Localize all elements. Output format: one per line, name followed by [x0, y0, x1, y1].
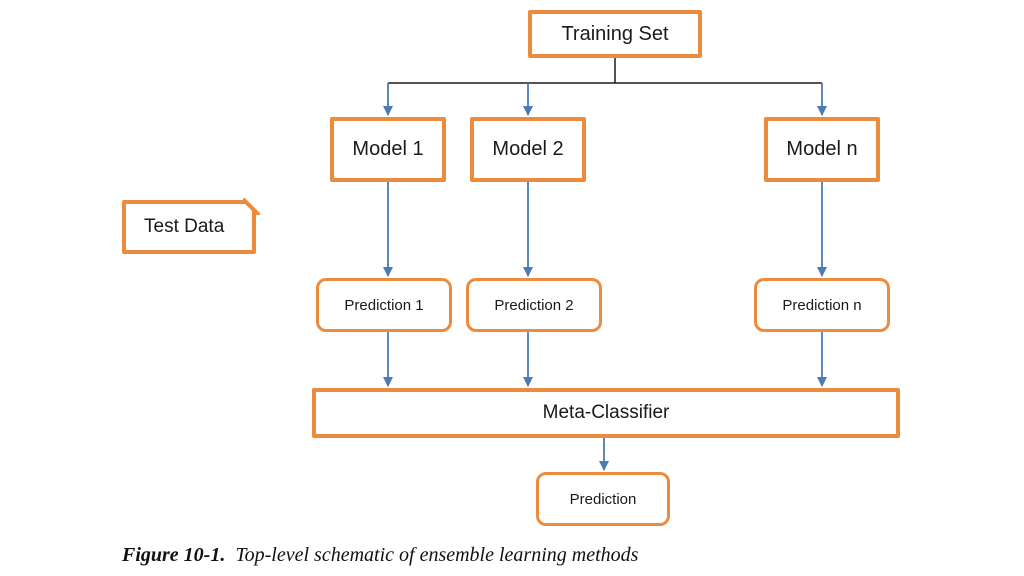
prediction-n-label: Prediction n: [782, 296, 862, 314]
prediction-1-label: Prediction 1: [344, 296, 424, 314]
model-1-label: Model 1: [352, 138, 424, 160]
prediction-n-node: Prediction n: [754, 278, 890, 332]
training-set-label: Training Set: [561, 22, 669, 45]
meta-classifier-label: Meta-Classifier: [542, 402, 670, 423]
meta-classifier-node: Meta-Classifier: [312, 388, 900, 438]
model-2-node: Model 2: [470, 117, 586, 182]
prediction-2-label: Prediction 2: [494, 296, 574, 314]
test-data-folded-corner: [243, 198, 260, 215]
model-2-label: Model 2: [492, 138, 564, 160]
figure-caption: Figure 10-1. Top-level schematic of ensem…: [122, 544, 638, 567]
prediction-2-node: Prediction 2: [466, 278, 602, 332]
final-prediction-node: Prediction: [536, 472, 670, 526]
model-1-node: Model 1: [330, 117, 446, 182]
model-n-label: Model n: [786, 138, 858, 160]
model-n-node: Model n: [764, 117, 880, 182]
test-data-label: Test Data: [144, 216, 225, 237]
training-set-node: Training Set: [528, 10, 702, 58]
figure-number: Figure 10-1.: [122, 544, 226, 566]
test-data-node: Test Data: [122, 200, 256, 254]
prediction-1-node: Prediction 1: [316, 278, 452, 332]
figure-caption-text: Top-level schematic of ensemble learning…: [235, 544, 639, 566]
final-prediction-label: Prediction: [569, 490, 637, 508]
